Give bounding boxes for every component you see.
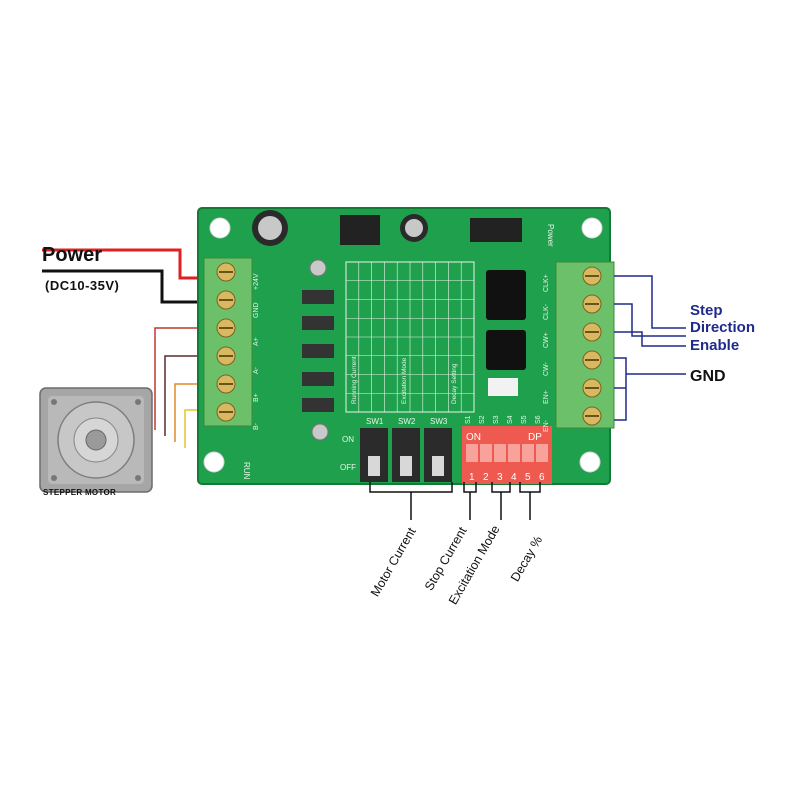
dip-on-label: ON xyxy=(466,432,481,443)
left-terminal-label: A+ xyxy=(253,337,260,346)
right-terminal-labels: CLK+ CLK- CW+ CW- EN+ EN- xyxy=(543,274,550,432)
dip-position-number: 1 xyxy=(469,472,475,483)
dip-position-number: 3 xyxy=(497,472,503,483)
dip-s-label: S2 xyxy=(479,415,486,424)
left-terminal-screws xyxy=(216,262,236,422)
right-terminal-screws xyxy=(582,266,602,426)
dip-position-number: 2 xyxy=(483,472,489,483)
right-terminal-label: CLK+ xyxy=(543,274,550,292)
slide-on-label: ON xyxy=(342,435,354,444)
power-range-label: (DC10-35V) xyxy=(45,278,120,293)
right-terminal-label: CLK- xyxy=(543,303,550,320)
gnd-label: GND xyxy=(690,368,726,385)
slide-switch-label-1: SW1 xyxy=(366,417,384,426)
run-label: RUN xyxy=(242,462,251,480)
right-terminal-label: EN+ xyxy=(543,390,550,404)
direction-label: Direction xyxy=(690,319,756,336)
step-label: Step xyxy=(690,302,723,319)
dip-s-label: S1 xyxy=(465,415,472,424)
signal-wiring xyxy=(614,275,686,421)
dip-s-label: S5 xyxy=(521,415,528,424)
dip-position-number: 6 xyxy=(539,472,545,483)
slide-switch-label-2: SW2 xyxy=(398,417,416,426)
right-terminal-label: EN- xyxy=(543,419,550,432)
table-title: Decay Setting xyxy=(451,363,458,404)
table-title: Running Current xyxy=(351,356,358,404)
stepper-motor-caption: STEPPER MOTOR xyxy=(43,488,117,497)
dip-s-label: S6 xyxy=(535,415,542,424)
stepper-motor xyxy=(39,387,153,493)
slide-off-label: OFF xyxy=(340,463,356,472)
motor-wire-red xyxy=(154,327,214,430)
right-terminal-label: CW+ xyxy=(543,332,550,348)
power-wire-black xyxy=(42,269,214,304)
left-terminal-label: +24V xyxy=(253,273,260,290)
dip-position-number: 5 xyxy=(525,472,531,483)
dip-position-number: 4 xyxy=(511,472,517,483)
left-terminal-label: A- xyxy=(253,366,260,374)
slide-switch-label-3: SW3 xyxy=(430,417,448,426)
dip-s-labels: S1 S2 S3 S4 S5 S6 xyxy=(465,415,542,424)
setting-table-grid xyxy=(346,262,474,412)
left-terminal-label: B+ xyxy=(253,393,260,402)
left-terminal-label: B- xyxy=(253,422,260,430)
dip-s-label: S4 xyxy=(507,415,514,424)
board-power-label: Power xyxy=(546,224,555,247)
enable-label: Enable xyxy=(690,337,740,354)
switch-brackets xyxy=(369,482,541,520)
left-terminal-labels: +24V GND A+ A- B+ B- xyxy=(253,273,260,430)
power-label: Power xyxy=(42,244,103,266)
table-titles: Running Current Excitation Mode Decay Sett… xyxy=(351,356,458,404)
dip-dp-label: DP xyxy=(528,432,542,443)
table-title: Excitation Mode xyxy=(401,357,408,404)
right-terminal-label: CW- xyxy=(543,361,550,376)
left-terminal-label: GND xyxy=(253,302,260,318)
dip-s-label: S3 xyxy=(493,415,500,424)
driver-board xyxy=(197,207,615,485)
